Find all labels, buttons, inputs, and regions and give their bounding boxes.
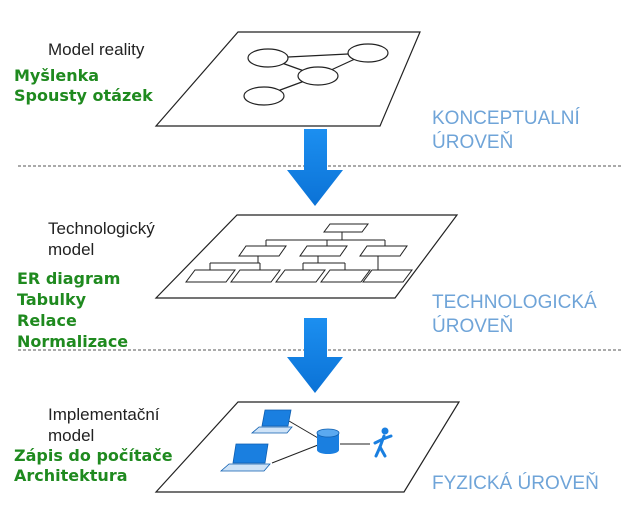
entity-box	[299, 245, 348, 257]
laptop-icon	[250, 409, 293, 434]
concept-node	[247, 48, 289, 68]
entity-box	[323, 223, 369, 233]
technological-model-label: Technologický model	[48, 219, 155, 259]
entity-box	[275, 269, 326, 283]
down-arrow	[287, 318, 343, 393]
physical-plane	[154, 401, 461, 493]
physical-level-label: FYZICKÁ ÚROVEŇ	[432, 473, 599, 494]
note-item: Spousty otázek	[14, 86, 153, 105]
database-icon	[316, 428, 340, 454]
implementation-model-label: Implementační model	[48, 405, 160, 445]
tree-diagram	[185, 223, 413, 283]
note-item: Normalizace	[17, 332, 129, 351]
laptop-icon	[219, 443, 271, 472]
entity-box	[230, 269, 281, 283]
concept-node	[243, 86, 285, 106]
note-item: Tabulky	[17, 290, 87, 309]
entity-box	[185, 269, 236, 283]
technological-level-label: TECHNOLOGICKÁ ÚROVEŇ	[432, 292, 597, 337]
technological-plane	[154, 214, 459, 299]
model-reality-label: Model reality	[48, 40, 145, 59]
conceptual-level-label: KONCEPTUALNÍ ÚROVEŇ	[432, 108, 580, 153]
note-item: Zápis do počítače	[14, 446, 173, 465]
down-arrow	[287, 129, 343, 206]
note-item: Myšlenka	[14, 66, 100, 85]
concept-node	[347, 43, 389, 63]
entity-box	[238, 245, 287, 257]
concept-graph	[243, 43, 389, 106]
note-item: ER diagram	[17, 269, 121, 288]
conceptual-plane	[154, 31, 421, 127]
entity-box	[320, 269, 371, 283]
entity-box	[362, 269, 413, 283]
person-icon	[373, 427, 393, 458]
note-item: Architektura	[14, 466, 128, 485]
concept-node	[297, 66, 339, 86]
note-item: Relace	[17, 311, 77, 330]
entity-box	[359, 245, 408, 257]
